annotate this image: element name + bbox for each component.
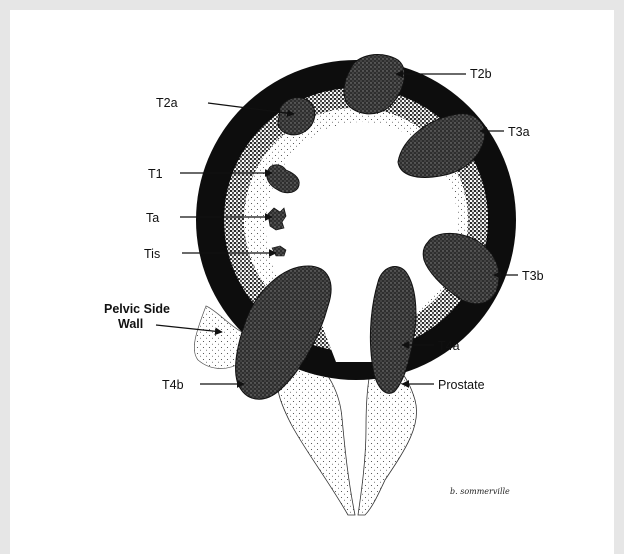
label-t1: T1 [148,167,163,181]
figure-panel: T2b T2a T3a T1 Ta Tis T3b Pelvic Side Wa… [10,10,614,554]
label-pelvic-wall: Wall [118,317,143,331]
label-ta: Ta [146,211,159,225]
artist-signature: b. sommerville [450,487,510,496]
label-t4b: T4b [162,378,184,392]
tumor-ta [268,208,286,230]
prostate-left-lobe [277,360,355,515]
label-tis: Tis [144,247,160,261]
label-prostate: Prostate [438,378,485,392]
label-t2b: T2b [470,67,492,81]
label-t3b: T3b [522,269,544,283]
tumor-t4a [370,267,416,394]
bladder-tumor-staging-diagram: T2b T2a T3a T1 Ta Tis T3b Pelvic Side Wa… [10,10,614,554]
label-t3a: T3a [508,125,530,139]
label-t4a: T4a [438,339,460,353]
label-pelvic-side: Pelvic Side [104,302,170,316]
label-t2a: T2a [156,96,178,110]
